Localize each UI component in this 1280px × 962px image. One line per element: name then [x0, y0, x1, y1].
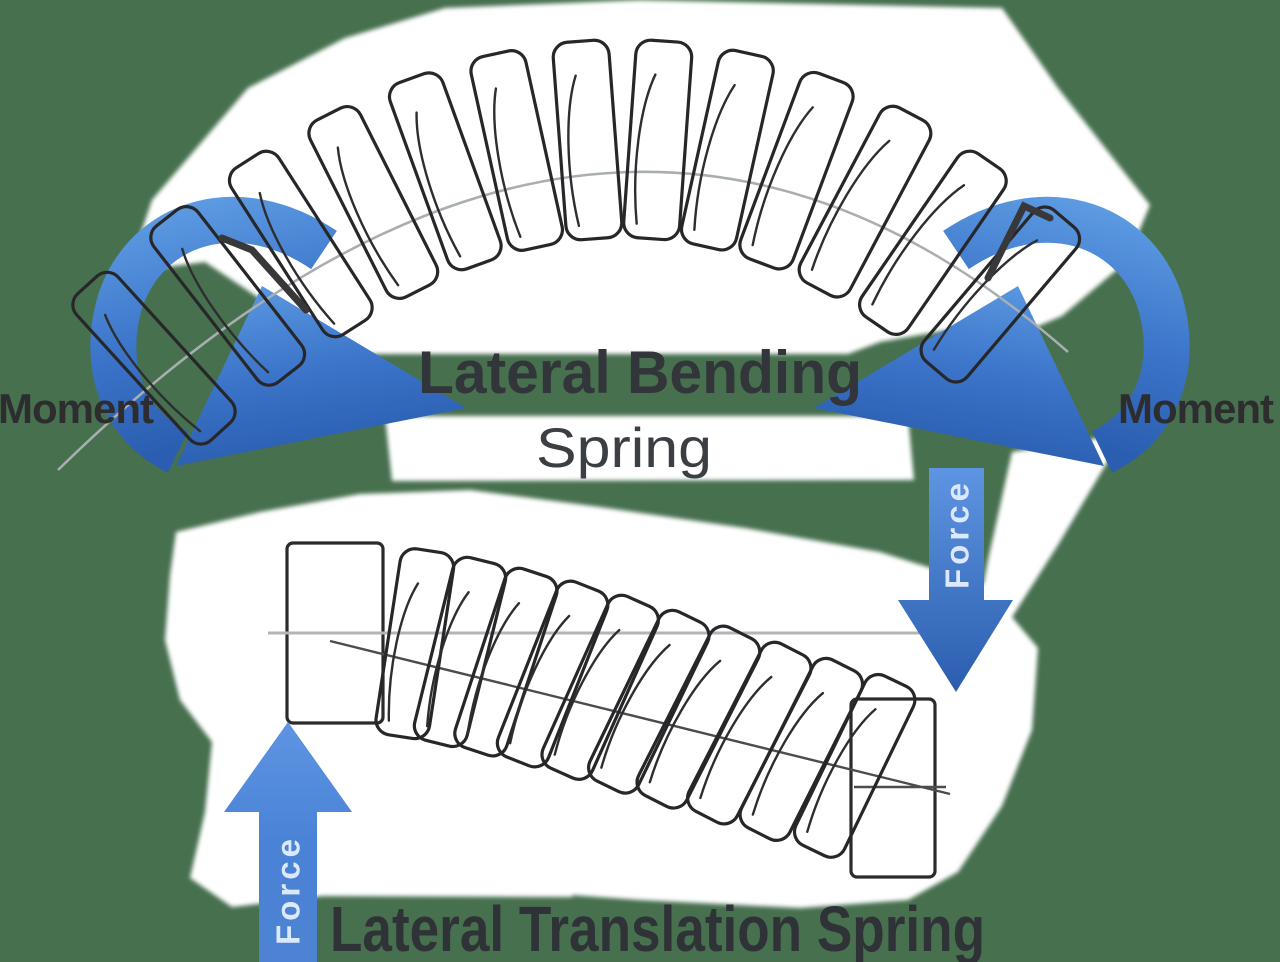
coil-loop: [71, 270, 237, 446]
bending-spring-figure: [57, 38, 1082, 471]
moment-arrow-left-head: [176, 286, 466, 466]
coil-wire-edge: [553, 628, 621, 756]
coil-loop: [495, 579, 610, 769]
coil-loop-outline: [412, 555, 508, 749]
coil-wire-edge: [693, 83, 736, 232]
coil-loop-outline: [149, 205, 307, 387]
coil-loop: [453, 566, 559, 758]
coil-loop-outline: [227, 149, 374, 339]
moment-left-label: Moment: [0, 385, 154, 432]
coil-loop: [587, 608, 711, 795]
coil-wire-edge: [648, 659, 722, 784]
coil-loop-outline: [453, 566, 559, 758]
force-arrow-up-label: Force: [270, 839, 307, 945]
translation-spring-coils: [374, 547, 917, 859]
coil-wire-edge: [634, 73, 657, 225]
force-arrow-up: Force: [224, 722, 352, 962]
moment-arrow-right-band: [943, 196, 1190, 473]
coil-loop-outline: [495, 579, 610, 769]
coil-loop-outline: [679, 48, 775, 252]
bending-spring-title: Lateral Bending: [418, 339, 862, 406]
coil-loop: [469, 49, 565, 252]
coil-loop: [797, 104, 933, 299]
coil-wire-edge: [699, 675, 773, 800]
coil-wire-edge: [751, 691, 825, 816]
force-arrow-up-shape: [224, 722, 352, 962]
coil-loop-outline: [919, 205, 1082, 384]
coil-wire-edge: [181, 247, 270, 374]
coil-wire-edge: [567, 74, 581, 228]
coil-wire-edge: [466, 602, 521, 735]
coil-wire-edge: [258, 191, 336, 325]
coil-wire-edge: [810, 139, 891, 271]
force-arrow-down-label: Force: [939, 483, 976, 589]
coil-wire-edge: [103, 313, 202, 433]
coil-loop: [387, 71, 503, 272]
coil-loop: [307, 105, 440, 300]
coil-loop-outline: [71, 270, 237, 446]
coil-loop-outline: [307, 105, 440, 300]
moment-right-label: Moment: [1118, 385, 1274, 432]
moment-arrow-right-head: [814, 286, 1104, 466]
backdrop-spring-band: [385, 416, 914, 481]
translation-spring-figure: [268, 541, 988, 879]
coil-wire-edge: [806, 708, 877, 834]
backdrop-caption-strip-2: [630, 864, 768, 896]
coil-loop: [412, 555, 508, 749]
coil-loop-outline: [540, 593, 661, 781]
coil-loop-outline: [622, 38, 694, 242]
coil-loop-outline: [738, 70, 855, 271]
coil-loop-outline: [587, 608, 711, 795]
translation-spring-title: Lateral Translation Spring: [330, 893, 985, 962]
coil-loop: [551, 38, 624, 242]
backdrop-caption-strip: [313, 824, 575, 897]
coil-loop-outline: [387, 71, 503, 272]
bending-spring-centerline: [57, 170, 1069, 471]
coil-wire-edge: [600, 643, 671, 769]
coil-loop-outline: [469, 49, 565, 252]
coil-wire-edge: [493, 87, 522, 238]
coil-loop: [227, 149, 374, 339]
force-arrow-down-shape: [898, 468, 1013, 692]
coil-loop: [679, 48, 775, 252]
coil-loop-outline: [797, 104, 933, 299]
bending-spring-end-cap-right: [984, 201, 1054, 282]
coil-wire-edge: [751, 106, 814, 247]
coil-wire-edge: [336, 146, 400, 287]
coil-loop-outline: [858, 149, 1008, 336]
coil-wire-edge: [871, 184, 966, 306]
coil-wire-edge: [415, 111, 462, 258]
coil-wire-edge: [932, 239, 1039, 351]
coil-wire-edge: [425, 591, 470, 728]
coil-loop: [858, 149, 1008, 336]
bending-spring-subtitle: Spring: [536, 416, 712, 479]
coil-loop: [792, 672, 917, 859]
coil-loop-outline: [792, 672, 917, 859]
moment-arrow-right: [814, 196, 1190, 473]
force-arrow-down: Force: [898, 468, 1013, 692]
coil-loop: [149, 205, 307, 387]
coil-loop: [540, 593, 661, 781]
coil-wire-edge: [387, 582, 420, 722]
bending-spring-coils: [71, 38, 1082, 446]
translation-spring-deflected-centerline: [329, 639, 951, 796]
moment-arrow-left: [90, 196, 466, 473]
coil-loop: [919, 205, 1082, 384]
coil-loop: [738, 70, 855, 271]
moment-arrow-left-band: [90, 196, 337, 473]
coil-loop-outline: [551, 38, 624, 242]
coil-loop: [622, 38, 694, 242]
coil-wire-edge: [508, 614, 571, 745]
bending-spring-end-cap-left: [218, 234, 310, 314]
